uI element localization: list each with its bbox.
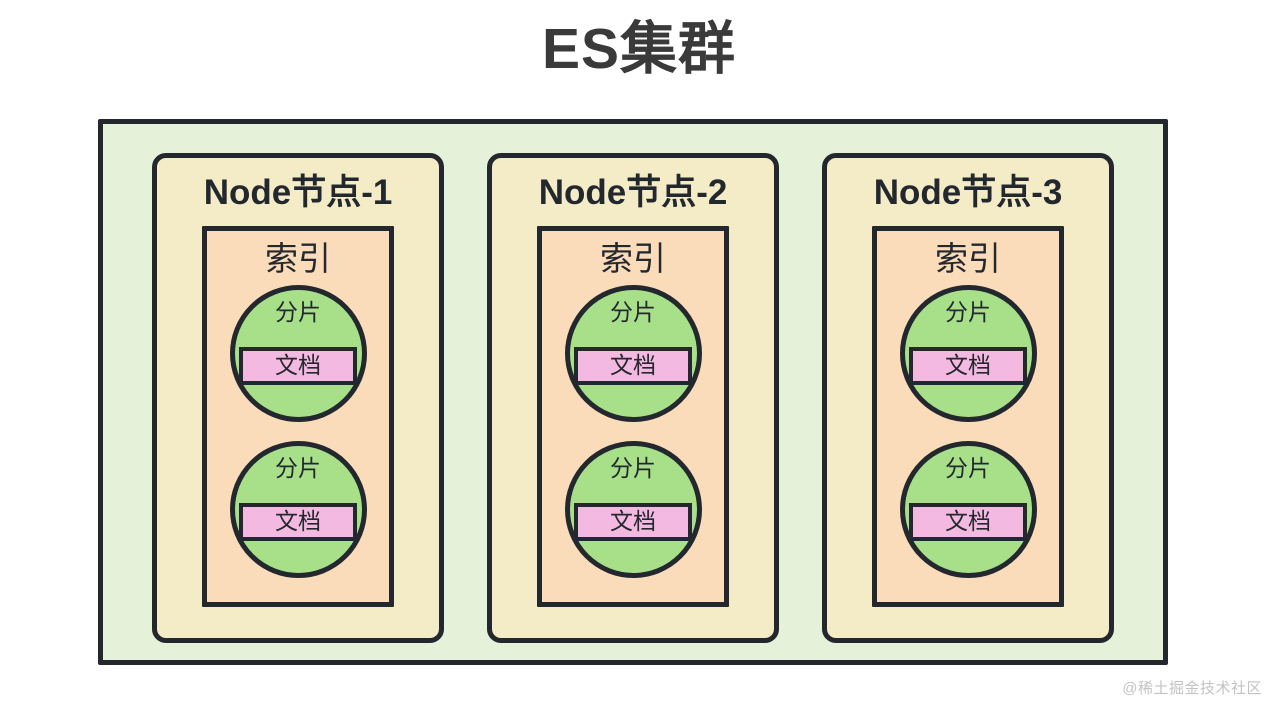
shard-title-2-2: 分片	[610, 454, 656, 481]
shard-circle-3-1[interactable]: 分片 文档	[899, 284, 1037, 422]
node-box-1[interactable]: Node节点-1 索引 分片 文档 分片 文档	[152, 153, 444, 643]
node-title-3: Node节点-3	[873, 173, 1063, 212]
page-title: ES集群	[541, 17, 737, 81]
document-title-3-1: 文档	[945, 352, 991, 379]
shard-title-2-1: 分片	[610, 298, 656, 325]
document-box-2-2[interactable]: 文档	[574, 502, 692, 541]
document-box-1-2[interactable]: 文档	[239, 502, 357, 541]
document-title-1-1: 文档	[275, 352, 321, 379]
shard-title-3-1: 分片	[945, 298, 991, 325]
shard-circle-3-2[interactable]: 分片 文档	[899, 440, 1037, 578]
index-title-3: 索引	[935, 239, 1001, 277]
node-title-1: Node节点-1	[203, 173, 393, 212]
document-title-3-2: 文档	[945, 508, 991, 535]
document-title-1-2: 文档	[275, 508, 321, 535]
shard-circle-2-1[interactable]: 分片 文档	[564, 284, 702, 422]
index-box-1[interactable]: 索引 分片 文档 分片 文档	[202, 225, 394, 607]
document-box-3-1[interactable]: 文档	[909, 346, 1027, 385]
es-cluster-container: Node节点-1 索引 分片 文档 分片 文档	[98, 119, 1168, 665]
node-title-2: Node节点-2	[538, 173, 728, 212]
document-title-2-1: 文档	[610, 352, 656, 379]
shard-list-3: 分片 文档 分片 文档	[899, 284, 1037, 578]
index-box-3[interactable]: 索引 分片 文档 分片 文档	[872, 225, 1064, 607]
shard-circle-2-2[interactable]: 分片 文档	[564, 440, 702, 578]
shard-title-1-2: 分片	[275, 454, 321, 481]
node-row: Node节点-1 索引 分片 文档 分片 文档	[103, 124, 1163, 660]
shard-list-1: 分片 文档 分片 文档	[229, 284, 367, 578]
document-title-2-2: 文档	[610, 508, 656, 535]
index-title-1: 索引	[265, 239, 331, 277]
watermark: @稀土掘金技术社区	[1122, 680, 1262, 697]
node-box-2[interactable]: Node节点-2 索引 分片 文档 分片 文档	[487, 153, 779, 643]
document-box-2-1[interactable]: 文档	[574, 346, 692, 385]
shard-title-1-1: 分片	[275, 298, 321, 325]
index-title-2: 索引	[600, 239, 666, 277]
shard-circle-1-2[interactable]: 分片 文档	[229, 440, 367, 578]
document-box-3-2[interactable]: 文档	[909, 502, 1027, 541]
document-box-1-1[interactable]: 文档	[239, 346, 357, 385]
shard-circle-1-1[interactable]: 分片 文档	[229, 284, 367, 422]
node-box-3[interactable]: Node节点-3 索引 分片 文档 分片 文档	[822, 153, 1114, 643]
shard-list-2: 分片 文档 分片 文档	[564, 284, 702, 578]
index-box-2[interactable]: 索引 分片 文档 分片 文档	[537, 225, 729, 607]
shard-title-3-2: 分片	[945, 454, 991, 481]
